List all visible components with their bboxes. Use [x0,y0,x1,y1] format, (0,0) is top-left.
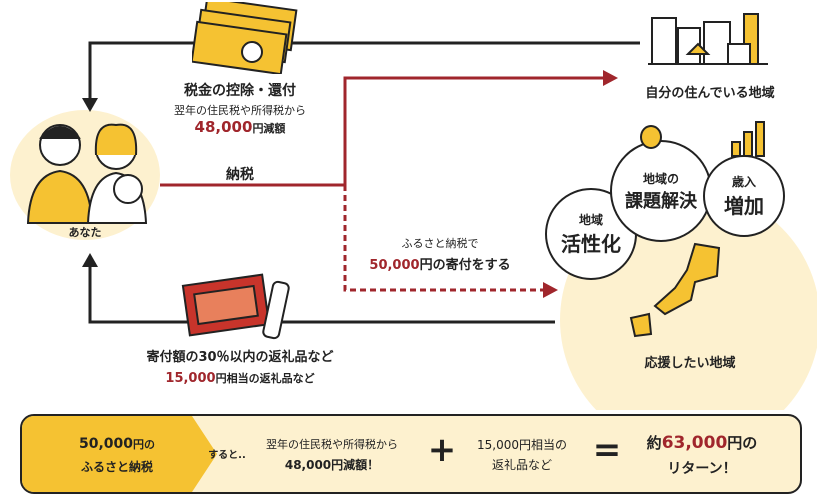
arrow-right-icon [603,70,618,86]
summary-result-prefix: 約 [646,434,662,452]
tax-line [160,76,605,187]
japan-map-icon [629,242,721,338]
summary-left-amount: 50,000 [78,436,134,452]
summary-left-suffix: 円の [133,438,156,451]
arrow-down-icon [82,98,98,112]
summary-left-line2: ふるさと納税 [80,460,153,474]
arrow-up-icon [82,253,98,267]
refund-amount-suffix: 円減額 [252,122,286,135]
summary-gift-line1: 15,000円相当の [477,438,567,452]
summary-gift-line2: 返礼品など [491,458,552,472]
city-buildings-icon [648,13,768,65]
bar-chart-icon [731,121,765,157]
bubble-problem-solving: 地域の 課題解決 [610,140,712,242]
gift-line [88,265,555,324]
refund-title: 税金の控除・還付 [184,83,296,99]
bubble-revenue-increase: 歳入 増加 [703,155,785,237]
donation-amount: 50,000 [369,258,420,273]
refund-amount: 48,000 [194,118,253,136]
banknotes-icon [192,2,298,74]
summary-reduce-line1: 翌年の住民税や所得税から [266,438,398,451]
lightbulb-icon [640,125,662,149]
plus-sign: + [427,430,457,470]
equals-sign: = [592,430,622,470]
bubble-big-text: 課題解決 [625,190,697,212]
tax-label: 納税 [226,167,254,183]
donation-line1: ふるさと納税で [401,237,479,250]
gift-amount-suffix: 円相当の返礼品など [215,372,315,385]
you-label: あなた [68,226,102,239]
summary-result-amount: 63,000 [661,433,728,453]
gift-box-icon [181,273,290,340]
summary-result-suffix: 円の [727,434,758,452]
home-region-label: 自分の住んでいる地域 [645,86,775,101]
bubble-small-text: 歳入 [731,175,756,189]
arrow-right-icon [543,282,558,298]
refund-line1: 翌年の住民税や所得税から [174,104,306,117]
donation-line [343,185,545,292]
summary-result-line2: リターン！ [667,461,737,477]
summary-box: 50,000円の ふるさと納税 すると.. 翌年の住民税や所得税から 48,00… [20,414,802,494]
summary-left-highlight [22,416,217,492]
bubble-big-text: 増加 [724,194,764,218]
gift-title: 寄付額の30％以内の返礼品など [146,350,334,365]
refund-line [88,41,640,100]
donation-amount-suffix: 円の寄付をする [419,258,511,273]
bubble-small-text: 地域 [578,213,603,227]
summary-reduce-line2: 48,000円減額！ [284,458,380,472]
family-illustration [26,123,148,224]
support-region-label: 応援したい地域 [644,356,736,371]
bubble-small-text: 地域の [642,171,679,186]
summary-then: すると.. [208,450,246,461]
gift-amount: 15,000 [165,371,216,386]
bubble-big-text: 活性化 [561,232,621,256]
